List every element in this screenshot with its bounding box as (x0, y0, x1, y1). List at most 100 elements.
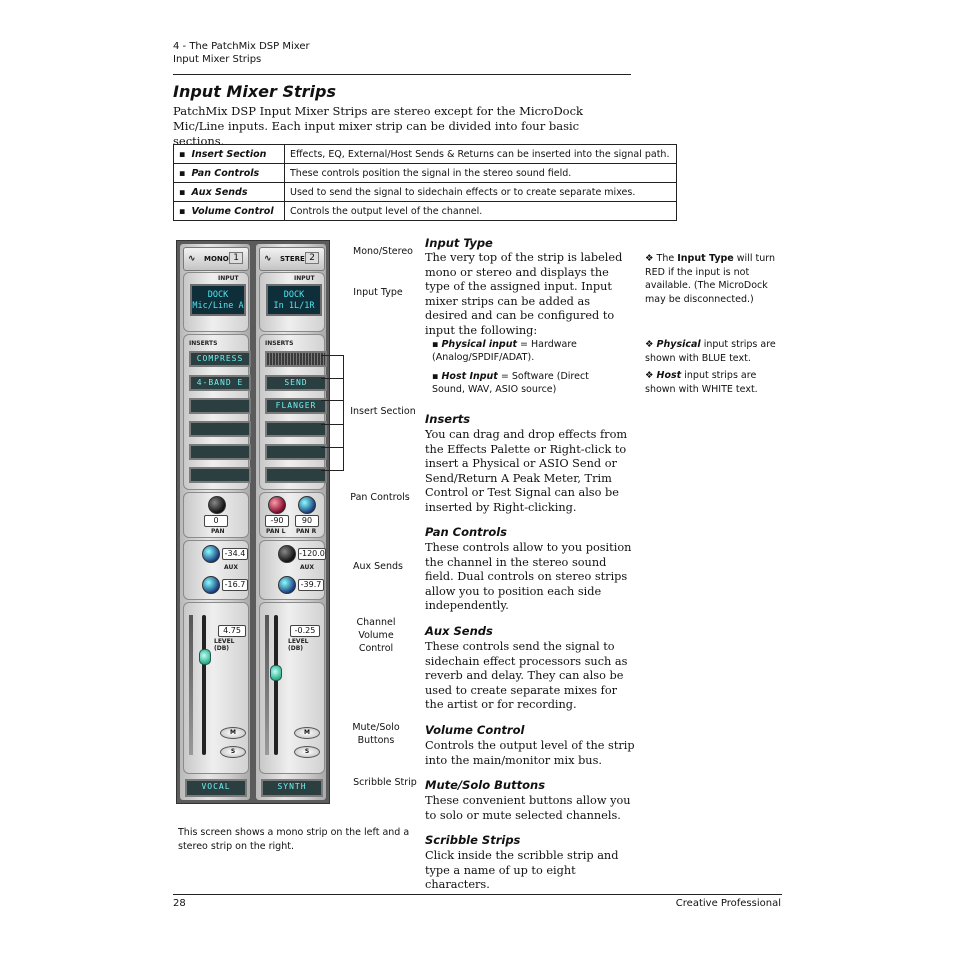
input-label: INPUT (218, 275, 239, 282)
input-type-display[interactable]: DOCK Mic/Line A (190, 284, 246, 316)
level-meter (189, 615, 193, 755)
pan-label: PAN (211, 528, 225, 535)
heading-mute-solo: Mute/Solo Buttons (425, 778, 546, 792)
input-type-display[interactable]: DOCK In 1L/1R (266, 284, 322, 316)
aux2-knob[interactable] (202, 576, 220, 594)
table-row: ▪Pan Controls These controls position th… (173, 163, 677, 183)
table-cell-desc: Controls the output level of the channel… (284, 201, 677, 221)
table-cell-desc: These controls position the signal in th… (284, 163, 677, 183)
insert-slot[interactable] (189, 467, 251, 483)
table-row: ▪Volume Control Controls the output leve… (173, 201, 677, 221)
aux1-value: -120.0 (298, 548, 326, 560)
callout-line: Channel (356, 617, 396, 628)
table-cell-name: Insert Section (191, 148, 267, 160)
pan-right-value: 90 (295, 515, 319, 527)
footer-brand: Creative Professional (675, 898, 781, 909)
insert-slot[interactable]: FLANGER (265, 398, 327, 414)
volume-fader[interactable] (270, 665, 282, 681)
insert-slot[interactable] (265, 444, 327, 460)
bullet-physical-input: ▪ Physical input = Hardware (Analog/SPDI… (432, 338, 602, 364)
insert-leader (321, 378, 343, 379)
note-bold: Host (656, 370, 682, 381)
aux2-knob[interactable] (278, 576, 296, 594)
sections-table: ▪Insert Section Effects, EQ, External/Ho… (173, 144, 677, 221)
pan-right-label: PAN R (296, 528, 317, 535)
text-inserts: You can drag and drop effects from the E… (425, 428, 628, 514)
heading-scribble: Scribble Strips (425, 833, 521, 847)
insert-slot[interactable] (189, 398, 251, 414)
text-aux: These controls send the signal to sidech… (425, 640, 628, 712)
callout-mute-solo: Mute/Solo Buttons (346, 721, 406, 747)
sidenote-host: ❖ Host input strips are shown with WHITE… (645, 369, 785, 396)
callout-line: Volume (358, 630, 394, 641)
aux1-knob[interactable] (202, 545, 220, 563)
input-source: DOCK (207, 290, 229, 300)
pan-right-knob[interactable] (298, 496, 316, 514)
stereo-strip: ∿ STEREO 2 INPUT DOCK In 1L/1R INSERTS S… (256, 244, 327, 800)
strip-number: 1 (229, 252, 243, 264)
fader-track (202, 615, 206, 755)
aux1-knob[interactable] (278, 545, 296, 563)
aux-label: AUX (224, 564, 238, 571)
bullet-text: = Hardware (Analog/SPDIF/ADAT). (432, 339, 577, 363)
input-panel: INPUT DOCK Mic/Line A (183, 272, 249, 332)
insert-slot[interactable] (265, 467, 327, 483)
callout-pan-controls: Pan Controls (350, 492, 410, 503)
aux-panel: -34.4 AUX -16.7 (183, 540, 249, 600)
insert-bracket (321, 355, 344, 471)
input-panel: INPUT DOCK In 1L/1R (259, 272, 325, 332)
note-text: input strips are shown with BLUE text. (645, 339, 776, 364)
section-title: Input Mixer Strips (173, 54, 262, 65)
level-meter (265, 615, 269, 755)
input-label: INPUT (294, 275, 315, 282)
input-channel: In 1L/1R (273, 301, 315, 311)
aux2-value: -16.7 (222, 579, 248, 591)
waveform-icon: ∿ (188, 254, 196, 264)
diamond-icon: ❖ (645, 339, 657, 350)
input-channel: Mic/Line A (192, 301, 244, 311)
scribble-strip[interactable]: VOCAL (185, 779, 247, 797)
peak-meter-slot[interactable] (265, 351, 327, 367)
pan-knob[interactable] (208, 496, 226, 514)
scribble-strip[interactable]: SYNTH (261, 779, 323, 797)
text-mute-solo: These convenient buttons allow you to so… (425, 794, 631, 822)
bullet-icon: ▪ (432, 371, 442, 382)
callout-aux-sends: Aux Sends (352, 561, 404, 572)
volume-fader[interactable] (199, 649, 211, 665)
chapter-title: 4 - The PatchMix DSP Mixer (173, 41, 310, 52)
inserts-label: INSERTS (265, 340, 294, 347)
callout-insert-section: Insert Section (350, 406, 416, 417)
strip-header: ∿ STEREO 2 (259, 247, 325, 271)
table-cell-desc: Effects, EQ, External/Host Sends & Retur… (284, 144, 677, 164)
insert-slot[interactable] (189, 421, 251, 437)
bullet-label: Host Input (441, 371, 498, 382)
intro-paragraph: PatchMix DSP Input Mixer Strips are ster… (173, 104, 584, 148)
aux-panel: -120.0 AUX -39.7 (259, 540, 326, 600)
insert-slot[interactable]: COMPRESS (189, 351, 251, 367)
table-cell-name: Aux Sends (191, 186, 248, 198)
heading-volume: Volume Control (425, 723, 525, 737)
table-row: ▪Aux Sends Used to send the signal to si… (173, 182, 677, 202)
aux2-value: -39.7 (298, 579, 324, 591)
insert-slot[interactable]: 4-BAND E (189, 375, 251, 391)
solo-button[interactable]: S (294, 746, 320, 758)
page-title: Input Mixer Strips (173, 82, 336, 101)
mute-button[interactable]: M (294, 727, 320, 739)
mute-button[interactable]: M (220, 727, 246, 739)
bullet-icon: ▪ (432, 339, 442, 350)
note-bold: Input Type (677, 253, 734, 264)
note-text: will turn RED if the input is not availa… (645, 253, 775, 305)
pan-left-knob[interactable] (268, 496, 286, 514)
insert-slot[interactable]: SEND (265, 375, 327, 391)
level-value: 4.75 (218, 625, 246, 637)
solo-button[interactable]: S (220, 746, 246, 758)
level-label: LEVEL (DB) (288, 638, 309, 652)
volume-panel: -0.25 LEVEL (DB) M S (259, 602, 325, 774)
strip-type-label: MONO (204, 255, 229, 263)
bullet-text: = Software (Direct Sound, WAV, ASIO sour… (432, 371, 589, 395)
insert-slot[interactable] (265, 421, 327, 437)
insert-slot[interactable] (189, 444, 251, 460)
sidenote-input-type: ❖ The Input Type will turn RED if the in… (645, 252, 785, 306)
table-cell-name: Pan Controls (191, 167, 260, 179)
heading-inserts: Inserts (425, 412, 471, 426)
